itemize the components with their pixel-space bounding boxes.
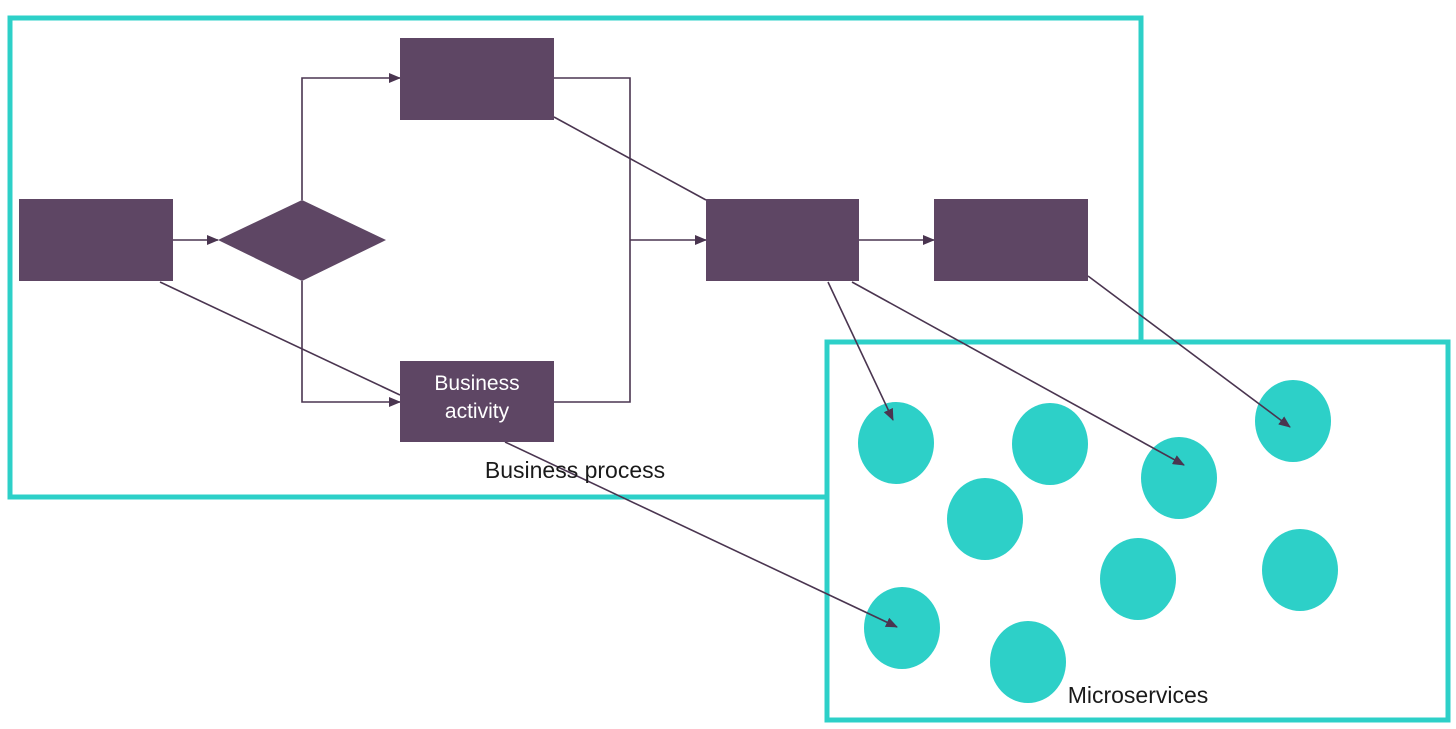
business-activity-label-line1: Business (434, 372, 519, 395)
microservices-frame (824, 339, 1451, 723)
edge-decision-to-business-activity (301, 281, 401, 407)
business-process-label: Business process (485, 457, 665, 483)
edge-decision-to-top-activity (301, 73, 401, 200)
process-nodes (19, 38, 1088, 442)
microservice-nodes (858, 380, 1338, 703)
business-process-frame (7, 15, 1144, 500)
last-activity-node[interactable] (934, 199, 1088, 281)
microservices-label: Microservices (1068, 682, 1209, 708)
microservice-node[interactable] (1141, 437, 1217, 519)
edge-business-activity-to-service-8 (504, 441, 898, 628)
microservice-node[interactable] (990, 621, 1066, 703)
edge-start-to-business-activity (159, 281, 401, 396)
microservice-node[interactable] (1100, 538, 1176, 620)
edge-middle-activity-to-service-3 (851, 281, 1185, 466)
edge-top-activity-diagonal (553, 116, 707, 201)
business-activity-label-line2: activity (445, 400, 510, 423)
microservice-node[interactable] (1255, 380, 1331, 462)
edge-top-activity-to-join (554, 77, 631, 403)
start-activity-node[interactable] (19, 199, 173, 281)
process-flow-edges (159, 73, 935, 407)
top-activity-node[interactable] (400, 38, 554, 120)
microservice-node[interactable] (947, 478, 1023, 560)
middle-activity-node[interactable] (706, 199, 859, 281)
edge-middle-activity-to-service-1 (827, 281, 894, 421)
microservice-node[interactable] (858, 402, 934, 484)
microservice-node[interactable] (864, 587, 940, 669)
business-activity-node[interactable] (400, 361, 554, 442)
microservice-node[interactable] (1262, 529, 1338, 611)
microservice-node[interactable] (1012, 403, 1088, 485)
edge-last-activity-to-service-4 (1087, 275, 1291, 428)
mapping-edges (504, 275, 1291, 628)
decision-node[interactable] (218, 200, 386, 281)
